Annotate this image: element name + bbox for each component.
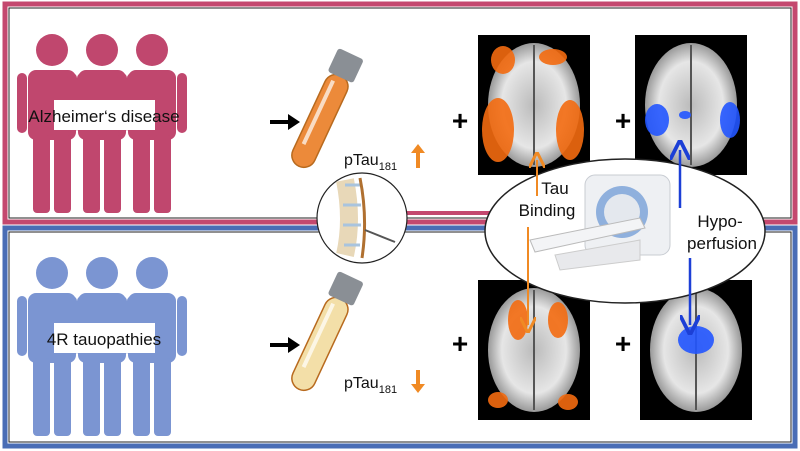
biomarker-label: pTau181 bbox=[344, 375, 397, 396]
signal-cluster bbox=[645, 104, 669, 136]
signal-cluster bbox=[491, 46, 515, 74]
signal-cluster bbox=[482, 98, 514, 162]
bottom_panel-row: 4R tauopathies pTau181 + + bbox=[17, 257, 631, 436]
top_panel-row: Alzheimer‘s disease pTau181 + + bbox=[17, 34, 631, 213]
blood-tube-icon bbox=[291, 271, 363, 392]
tau-binding-label-1: Tau bbox=[541, 179, 568, 198]
connector-bar-4r bbox=[400, 226, 490, 230]
hypoperfusion-label-1: Hypo- bbox=[697, 212, 742, 231]
signal-cluster bbox=[548, 302, 568, 338]
blood-tube-icon bbox=[291, 48, 363, 169]
biomarker-subscript: 181 bbox=[379, 161, 397, 173]
signal-cluster bbox=[488, 392, 508, 408]
plus-sign: + bbox=[615, 105, 631, 136]
signal-cluster bbox=[508, 300, 528, 340]
signal-cluster bbox=[539, 49, 567, 65]
tau-binding-label-2: Binding bbox=[519, 201, 576, 220]
group-label: 4R tauopathies bbox=[47, 330, 161, 349]
tau-pet-image-4r bbox=[478, 280, 590, 420]
group-label-box bbox=[54, 100, 155, 130]
connector-bar-ad bbox=[400, 211, 490, 215]
plus-sign: + bbox=[452, 328, 468, 359]
signal-cluster bbox=[678, 326, 714, 354]
perfusion-image-4r bbox=[640, 280, 752, 420]
tau-pet-image-ad bbox=[478, 35, 590, 175]
right-arrow-icon bbox=[270, 114, 300, 130]
lumbar-puncture-icon bbox=[316, 172, 408, 264]
signal-cluster bbox=[556, 100, 584, 160]
decrease-arrow-icon bbox=[411, 384, 425, 393]
signal-cluster bbox=[679, 111, 691, 119]
pet-scanner-icon bbox=[529, 174, 671, 271]
biomarker-name: pTau bbox=[344, 375, 379, 392]
group-label: Alzheimer‘s disease bbox=[28, 107, 179, 126]
hypoperfusion-label-2: perfusion bbox=[687, 234, 757, 253]
signal-cluster bbox=[558, 394, 578, 410]
right-arrow-icon bbox=[270, 337, 300, 353]
biomarker-name: pTau bbox=[344, 152, 379, 169]
perfusion-image-ad bbox=[635, 35, 747, 175]
biomarker-subscript: 181 bbox=[379, 384, 397, 396]
pet-scanner-callout: Tau Binding Hypo- perfusion bbox=[484, 158, 766, 304]
increase-arrow-icon bbox=[411, 144, 425, 153]
signal-cluster bbox=[720, 102, 740, 138]
plus-sign: + bbox=[615, 328, 631, 359]
group-label-box bbox=[54, 323, 155, 353]
biomarker-label: pTau181 bbox=[344, 152, 397, 173]
plus-sign: + bbox=[452, 105, 468, 136]
